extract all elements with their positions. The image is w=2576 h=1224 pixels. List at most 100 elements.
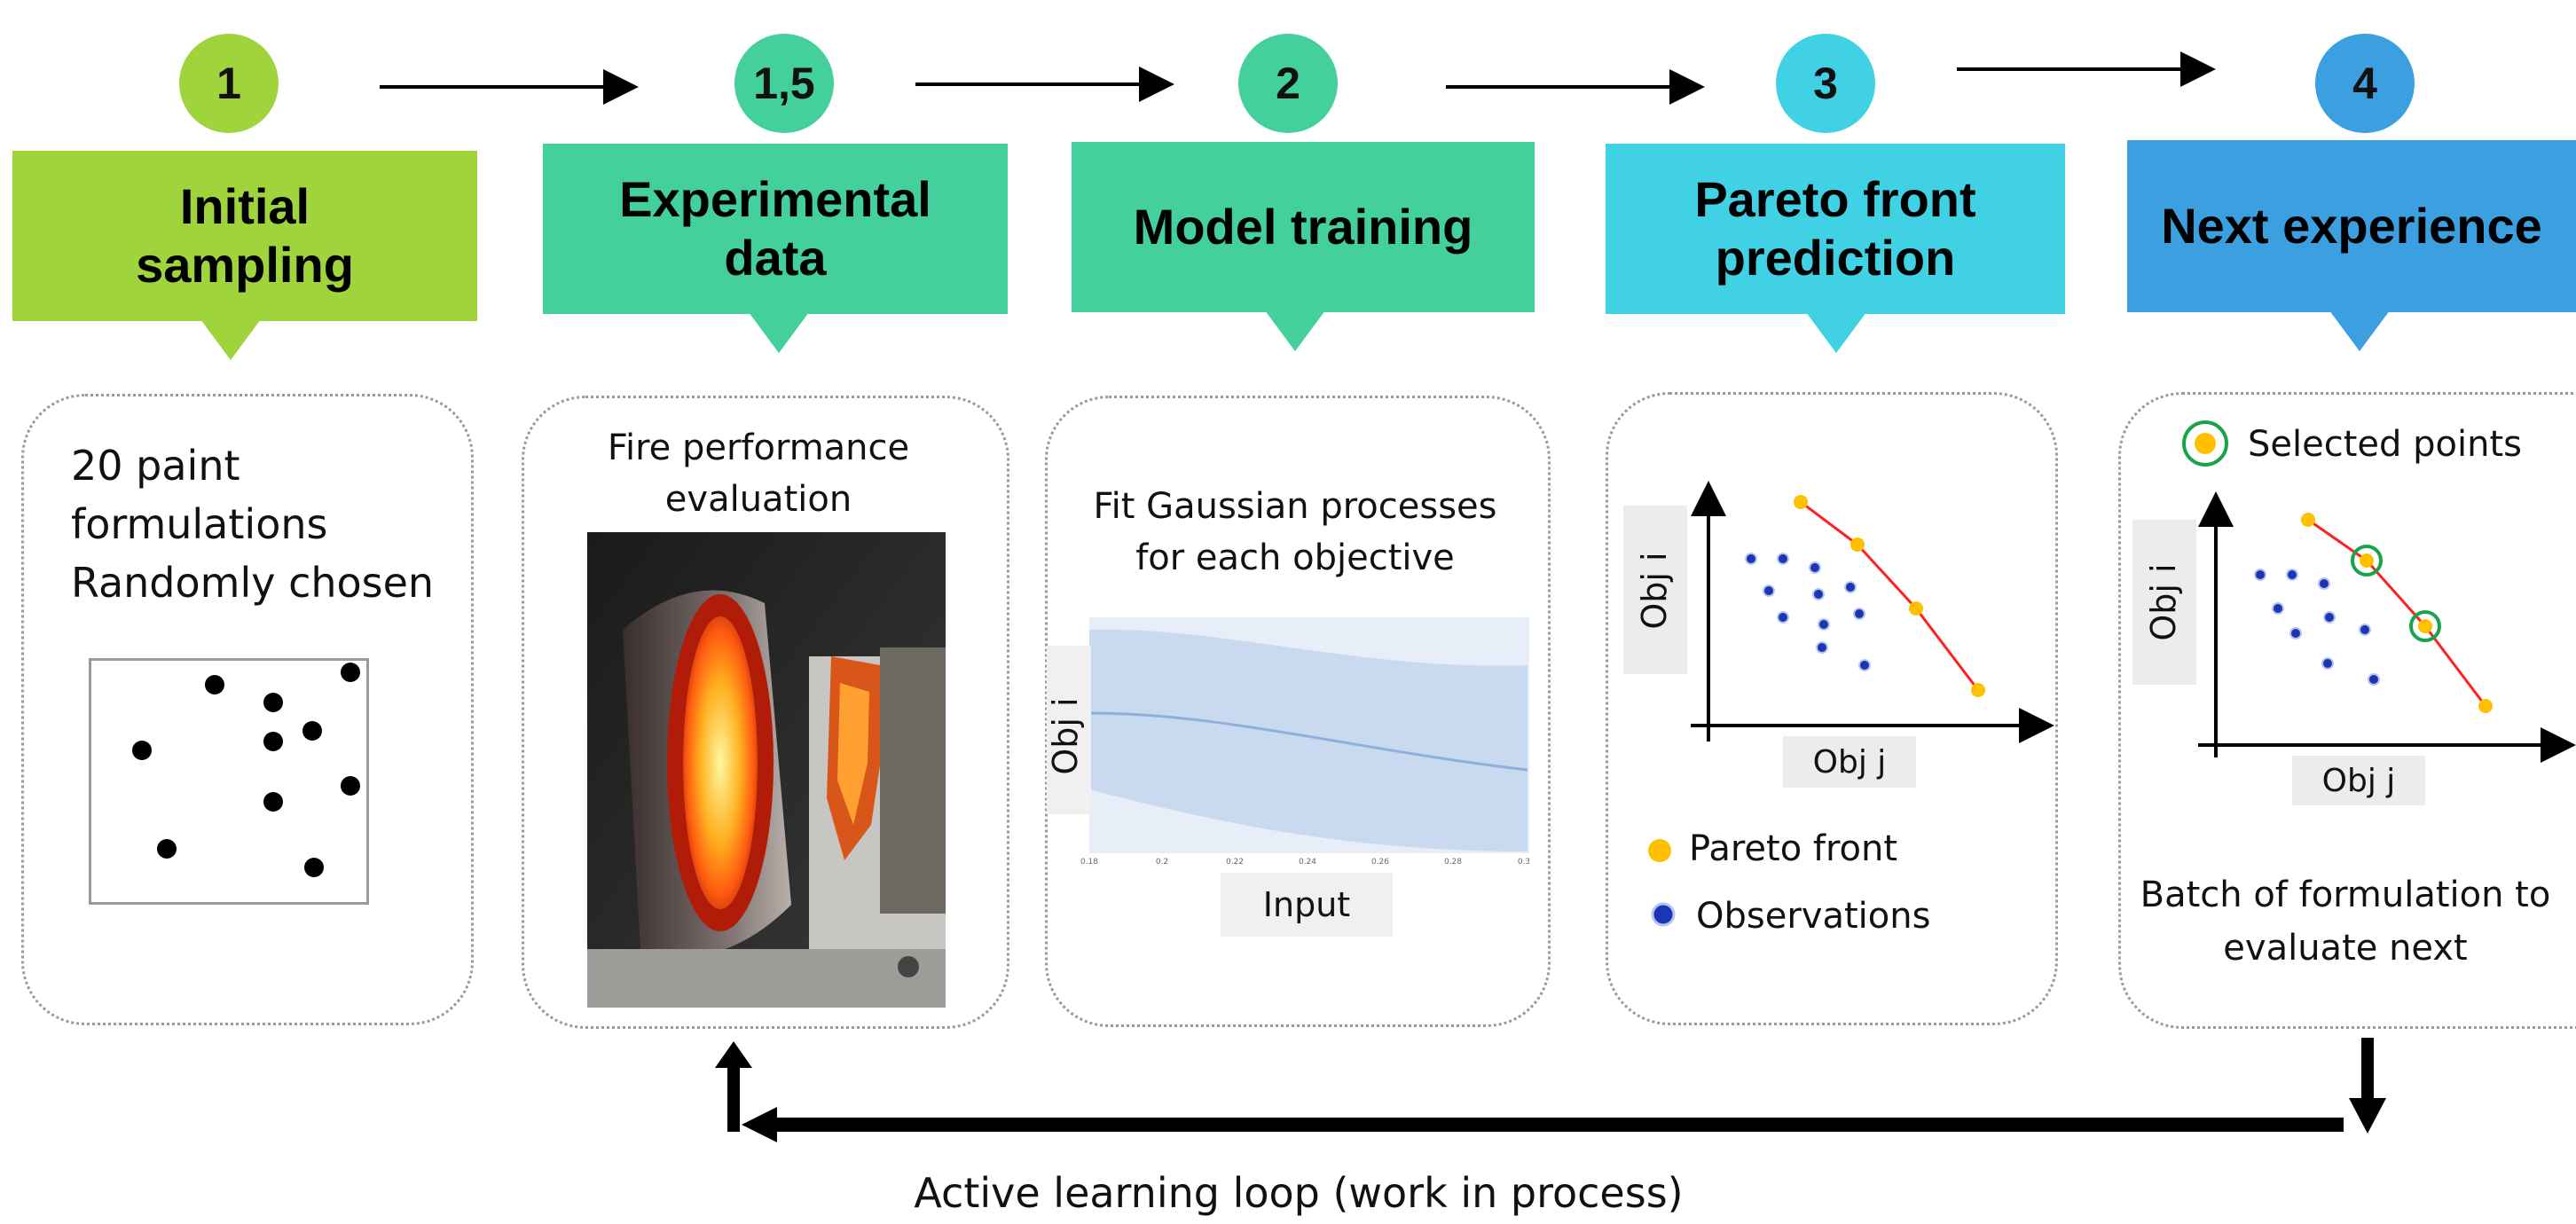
panel3-line1: Fit Gaussian processes <box>1093 486 1497 527</box>
observation-legend-label: Observations <box>1696 896 1931 937</box>
observation-point <box>1777 553 1789 565</box>
observation-point <box>1763 585 1775 597</box>
next-observation-point <box>2318 577 2330 590</box>
sample-point <box>205 675 224 694</box>
sample-point <box>263 693 283 712</box>
gaussian-process-plot: Obj i 0.18 0.2 0.22 0.24 0.26 0.28 0.3 <box>1047 617 1529 867</box>
sample-point <box>263 792 283 812</box>
step-3-number: 3 <box>1813 59 1838 108</box>
loop-label: Active learning loop (work in process) <box>914 1169 1684 1217</box>
next-front-point <box>2478 699 2493 713</box>
observation-legend-marker <box>1651 902 1676 927</box>
step-4-banner: Next experience <box>2127 140 2576 312</box>
observation-point <box>1809 561 1821 574</box>
step-3-circle: 3 <box>1776 34 1875 133</box>
pareto-point <box>1971 683 1985 697</box>
step-1-5-pointer <box>749 312 809 353</box>
next-observation-point <box>2289 627 2302 639</box>
sample-point <box>263 732 283 751</box>
step-3-title-line1: Pareto front <box>1694 171 1976 227</box>
selected-point-ring <box>2351 545 2383 577</box>
step-1-title-line1: Initial <box>179 178 310 234</box>
pareto-xlabel: Obj j <box>1812 743 1887 781</box>
step-4-pointer <box>2329 310 2390 351</box>
gp-xlabel: Input <box>1262 885 1351 924</box>
sample-point <box>132 741 152 760</box>
step-3-title-line2: prediction <box>1715 230 1956 286</box>
next-observation-point <box>2272 602 2284 615</box>
step-2-title-line1: Model training <box>1133 199 1473 255</box>
panel1-line3: Randomly chosen <box>71 559 435 607</box>
step-1-number: 1 <box>216 59 241 108</box>
observation-point <box>1745 553 1757 565</box>
gp-tick: 0.22 <box>1226 858 1244 867</box>
next-xlabel-box: Obj j <box>2292 756 2425 805</box>
gp-tick: 0.3 <box>1518 858 1529 867</box>
next-caption-line1: Batch of formulation to <box>2140 875 2551 915</box>
step-1-pointer <box>200 319 261 360</box>
step-4-number: 4 <box>2352 59 2377 108</box>
selected-point <box>2360 553 2374 568</box>
random-sample-plot <box>89 658 369 905</box>
step-1-circle: 1 <box>179 34 279 133</box>
step-2-circle: 2 <box>1238 34 1338 133</box>
next-observation-point <box>2321 657 2334 670</box>
observation-point <box>1816 641 1828 654</box>
next-ylabel: Obj i <box>2144 563 2183 640</box>
next-xlabel: Obj j <box>2321 762 2396 799</box>
next-observation-point <box>2286 569 2298 581</box>
step-1-5-title-line2: data <box>724 230 827 286</box>
sample-point <box>341 776 360 796</box>
sample-point <box>304 858 324 877</box>
pareto-point <box>1794 495 1808 509</box>
next-front-point <box>2301 513 2315 527</box>
step-1-title-line2: sampling <box>136 237 354 293</box>
step-4-circle: 4 <box>2315 34 2415 133</box>
step-3-pointer <box>1806 312 1866 353</box>
active-learning-loop-arrows <box>715 1038 2386 1142</box>
gp-tick: 0.26 <box>1371 858 1389 867</box>
pareto-legend-marker <box>1648 839 1671 862</box>
step-2-number: 2 <box>1276 59 1300 108</box>
panel2-line2: evaluation <box>664 479 852 520</box>
observation-point <box>1858 659 1871 671</box>
pareto-point <box>1850 537 1865 552</box>
pareto-plot: Obj i <box>1623 481 2054 743</box>
pareto-xlabel-box: Obj j <box>1783 736 1916 788</box>
step-2-banner: Model training <box>1072 142 1535 312</box>
pareto-front-line <box>1800 500 1980 691</box>
observation-point <box>1844 581 1857 593</box>
panel2-line1: Fire performance <box>607 428 910 468</box>
next-observation-point <box>2359 624 2371 636</box>
panel3-line2: for each objective <box>1135 537 1455 578</box>
sample-point <box>157 839 177 859</box>
gp-xlabel-box: Input <box>1221 873 1393 937</box>
panel1-line2: formulations <box>71 500 328 548</box>
gp-tick: 0.18 <box>1080 858 1098 867</box>
selected-point-ring <box>2409 610 2441 642</box>
observation-point <box>1777 611 1789 624</box>
step-4-title-line1: Next experience <box>2161 198 2542 254</box>
observation-point <box>1812 588 1825 600</box>
panel-next-experience <box>2118 392 2576 1029</box>
observation-point <box>1818 618 1830 631</box>
pareto-ylabel: Obj i <box>1635 552 1674 629</box>
next-observation-point <box>2323 611 2336 624</box>
selected-legend-marker <box>2182 420 2228 467</box>
step-1-5-number: 1,5 <box>753 59 815 108</box>
panel1-line1: 20 paint <box>71 442 240 490</box>
step-arrows <box>380 51 2216 105</box>
sample-point <box>341 663 360 682</box>
next-observation-point <box>2254 569 2266 581</box>
next-observation-point <box>2368 673 2380 686</box>
sample-point <box>302 721 322 741</box>
observation-point <box>1853 608 1865 620</box>
gp-tick: 0.24 <box>1299 858 1316 867</box>
pareto-legend-label: Pareto front <box>1689 828 1898 869</box>
next-batch-plot: Obj i <box>2132 491 2576 763</box>
step-1-5-title-line1: Experimental <box>619 171 931 227</box>
pareto-point <box>1909 601 1923 616</box>
